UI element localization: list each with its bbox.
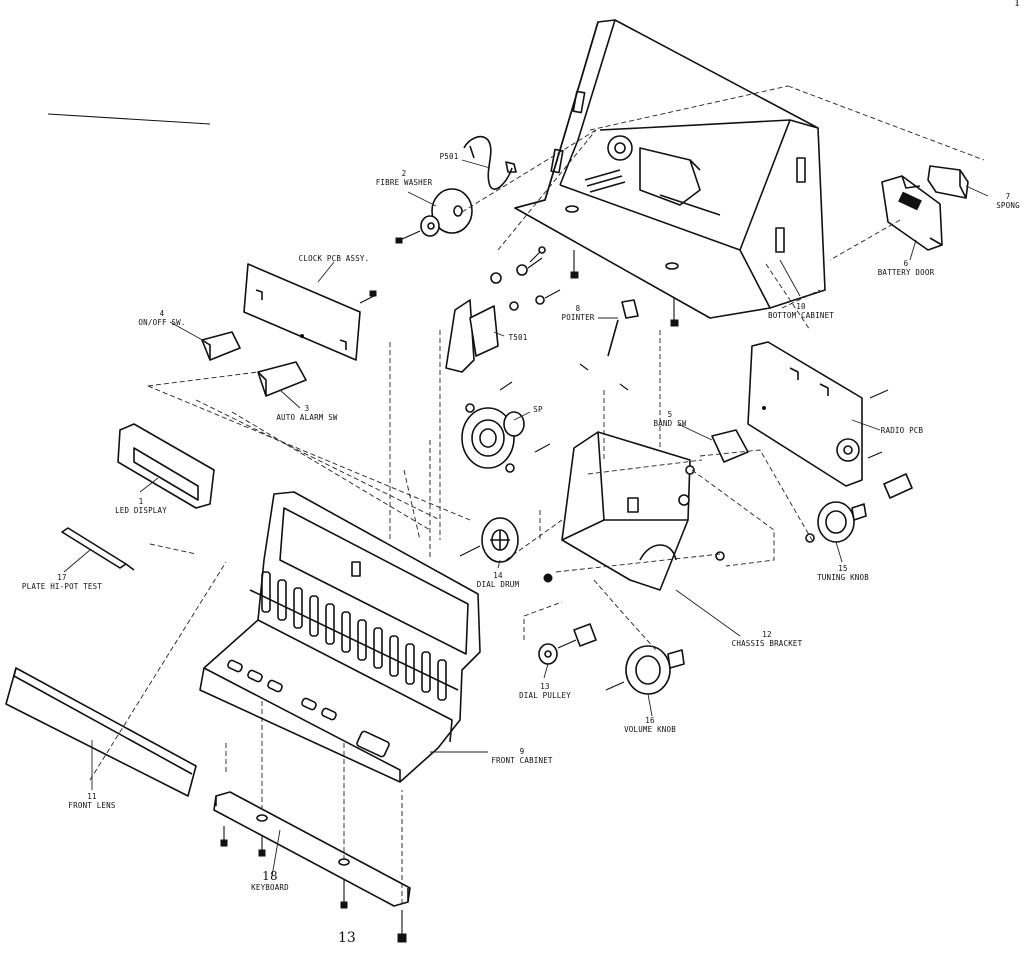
label-name: VOLUME KNOB [624, 725, 676, 734]
label-name: BATTERY DOOR [877, 268, 935, 277]
volume-knob-drawing [605, 645, 685, 695]
page-corner-mark: 1 [1014, 0, 1021, 9]
label-number: 6 [903, 259, 909, 268]
label-radio-pcb: RADIO PCB [881, 426, 923, 435]
speaker-drawing [461, 381, 551, 473]
cabinet-screws [529, 246, 679, 327]
label-number: 11 [87, 792, 97, 801]
label-name: BOTTOM CABINET [767, 311, 835, 320]
label-number: 5 [667, 410, 673, 419]
label-name: P501 [439, 152, 459, 161]
label-name: FRONT CABINET [491, 756, 553, 765]
label-name: BAND SW [653, 419, 687, 428]
label-number: 4 [159, 309, 165, 318]
label-number: 7 [1005, 192, 1011, 201]
label-t501: T501 [509, 333, 528, 342]
sponge-drawing [927, 165, 969, 199]
label-number: 16 [645, 716, 655, 725]
label-number: 18 [262, 869, 278, 883]
label-name: DIAL DRUM [476, 580, 520, 589]
top-left-rule [47, 113, 211, 125]
label-name: CHASSIS BRACKET [731, 639, 803, 648]
label-number: 12 [762, 630, 772, 639]
front-cabinet-drawing [199, 491, 481, 783]
label-name: FIBRE WASHER [375, 178, 433, 187]
pointer-drawing [607, 299, 639, 357]
label-name: LED DISPLAY [115, 506, 167, 515]
label-name: SPONG [996, 201, 1020, 210]
label-number: 1 [138, 497, 144, 506]
label-number: 15 [838, 564, 848, 573]
label-number: 2 [401, 169, 407, 178]
front-cabinet-slots [261, 571, 447, 701]
front-cabinet-buttons [227, 659, 390, 758]
tuning-knob-drawing [715, 473, 913, 561]
label-number: 8 [575, 304, 581, 313]
label-sp: SP [533, 405, 542, 414]
page-number: 13 [338, 930, 356, 946]
label-number: 13 [540, 682, 550, 691]
label-name: DIAL PULLEY [519, 691, 571, 700]
battery-door-drawing [881, 175, 943, 251]
t501-drawing [445, 257, 561, 373]
label-name: ON/OFF SW. [138, 318, 186, 327]
label-number: 3 [304, 404, 310, 413]
label-name: SP [533, 405, 543, 414]
label-number: 10 [796, 302, 806, 311]
clock-pcb-drawing [243, 263, 377, 361]
dial-drum-drawing [459, 517, 519, 563]
label-name: AUTO ALARM SW [276, 413, 338, 422]
label-name: KEYBOARD [251, 883, 289, 892]
leader-lines [63, 159, 989, 877]
label-name: RADIO PCB [880, 426, 924, 435]
front-lens-drawing [5, 667, 197, 797]
chassis-bracket-drawing [543, 363, 695, 591]
p501-drawing [463, 135, 517, 190]
label-name: T501 [508, 333, 528, 342]
switch-drawings [201, 331, 307, 397]
label-name: PLATE HI-POT TEST [21, 582, 103, 591]
label-name: FRONT LENS [68, 801, 116, 810]
led-display-drawing [117, 423, 215, 509]
label-name: CLOCK PCB ASSY. [298, 254, 370, 263]
label-clock-pcb: CLOCK PCB ASSY. [299, 254, 370, 263]
label-name: POINTER [561, 313, 595, 322]
dial-pulley-drawing [538, 623, 597, 665]
radio-pcb-drawing [711, 341, 889, 487]
assembly-lines [89, 85, 985, 904]
bottom-cabinet-drawing [514, 19, 826, 319]
fibre-washer-drawing [395, 188, 473, 244]
label-number: 17 [57, 573, 67, 582]
label-number: 14 [493, 571, 503, 580]
label-number: 9 [519, 747, 525, 756]
label-p501: P501 [440, 152, 459, 161]
plate-hipot-drawing [61, 527, 135, 571]
keyboard-drawing [213, 791, 411, 943]
label-name: TUNING KNOB [817, 573, 869, 582]
